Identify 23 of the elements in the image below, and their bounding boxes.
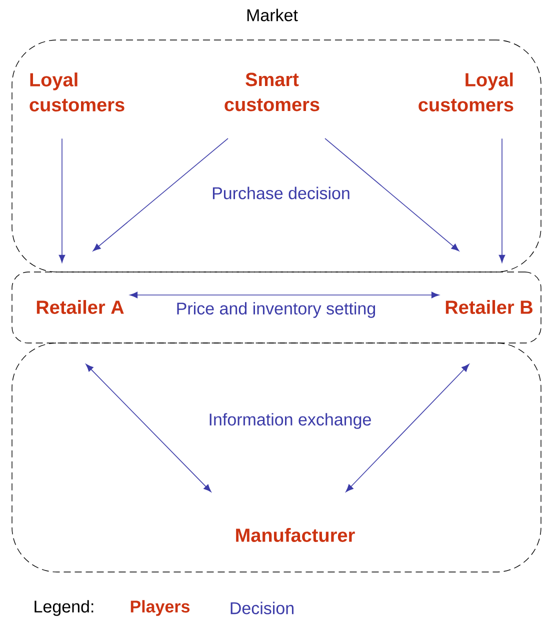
arrow xyxy=(86,364,212,492)
legend-title: Legend: xyxy=(34,600,94,616)
arrow xyxy=(92,138,228,252)
player-label: Loyal customers xyxy=(30,72,124,112)
dashed-region xyxy=(12,342,542,572)
edge-label: Price and inventory setting xyxy=(174,301,378,319)
player-label: Manufacturer xyxy=(236,528,355,542)
dashed-region xyxy=(12,272,542,344)
decision-label: Purchase decision xyxy=(212,186,350,200)
player-label: Retailer A xyxy=(36,300,124,314)
region-title: Market xyxy=(247,8,298,22)
dashed-region xyxy=(12,40,542,272)
arrow xyxy=(324,138,460,252)
legend-entry: Decision xyxy=(230,602,294,614)
decision-label: Information exchange xyxy=(210,413,371,429)
arrow xyxy=(498,138,506,263)
player-label: Retailer B xyxy=(446,300,532,314)
arrow xyxy=(58,138,66,263)
arrow xyxy=(346,364,470,492)
player-label: Smart customers xyxy=(224,72,320,112)
player-label: Loyal customers xyxy=(418,72,514,112)
legend-entry: Players xyxy=(130,600,190,616)
arrow xyxy=(130,292,440,298)
